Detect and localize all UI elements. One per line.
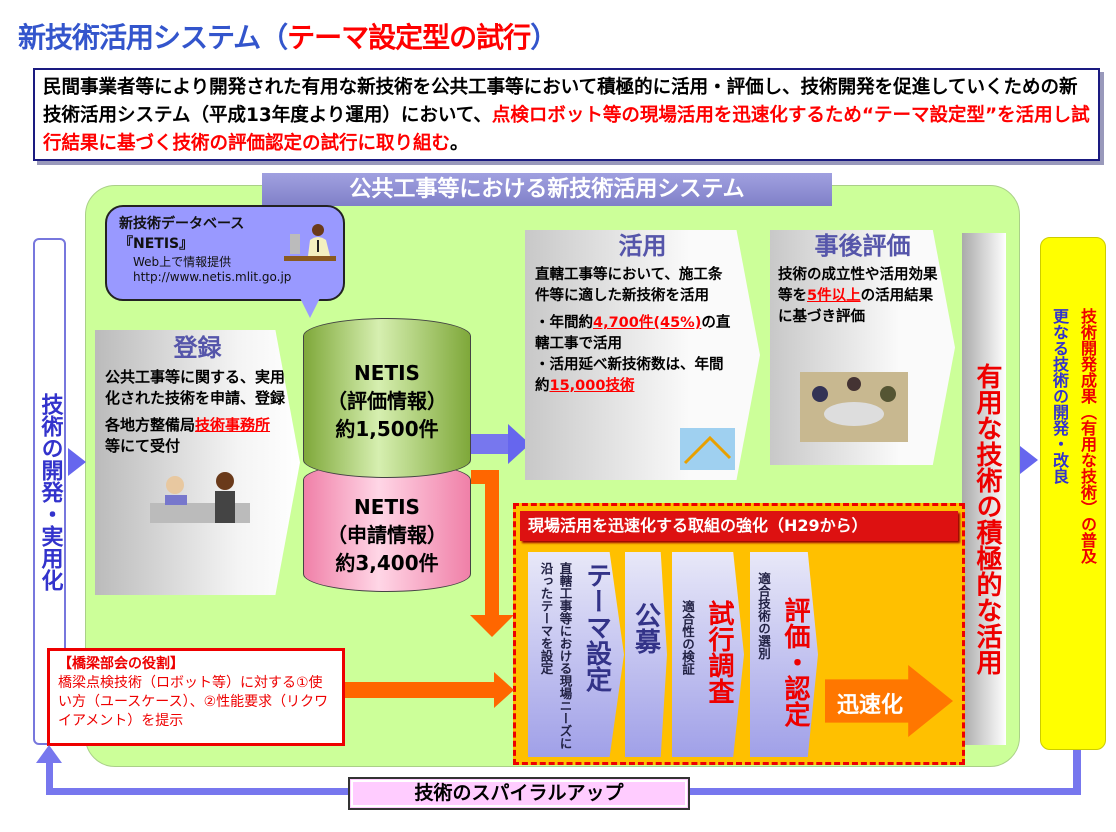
spiral-line bbox=[690, 788, 1081, 795]
intro-text: 民間事業者等により開発された有用な新技術を公共工事等において積極的に活用・評価し… bbox=[43, 77, 1078, 126]
step-theme-setting: テーマ設定 直轄工事等における現場ニーズに沿ったテーマを設定 bbox=[528, 552, 624, 757]
reception-illustration-icon bbox=[150, 472, 250, 523]
registration-box: 登録 公共工事等に関する、実用化された技術を申請、登録 各地方整備局技術事務所等… bbox=[95, 330, 300, 595]
office-text: 各地方整備局 bbox=[105, 416, 196, 434]
arrow-right-icon bbox=[1020, 446, 1038, 474]
page-title: 新技術活用システム（テーマ設定型の試行） bbox=[18, 16, 558, 56]
utilization-bullet: ・活用延べ新技術数は、年間約15,000技術 bbox=[535, 355, 735, 397]
db-sub: （評価情報） bbox=[327, 389, 447, 413]
flow-arrow bbox=[471, 434, 509, 454]
arrow-right-icon bbox=[68, 448, 86, 476]
initiative-header: 現場活用を迅速化する取組の強化（H29から） bbox=[520, 511, 958, 541]
improvement-text: 更なる技術の開発・改良 bbox=[1050, 308, 1069, 484]
orange-flow bbox=[485, 470, 499, 620]
role-text: 橋梁点検技術（ロボット等）に対する①使い方（ユースケース）、②性能要求（リクワイ… bbox=[58, 675, 329, 729]
netis-evaluation-db: NETIS （評価情報） 約1,500件 bbox=[303, 318, 471, 478]
netis-bubble: 新技術データベース 『NETIS』 Web上で情報提供 http://www.n… bbox=[105, 205, 345, 301]
step-sub: 適合技術の選別 bbox=[756, 572, 771, 660]
person-computer-icon bbox=[282, 220, 337, 270]
step-sub: 直轄工事等における現場ニーズに沿ったテーマを設定 bbox=[538, 562, 573, 750]
step-evaluation: 評価・認定 適合技術の選別 bbox=[750, 552, 818, 757]
netis-url: http://www.netis.mlit.go.jp bbox=[133, 270, 292, 284]
registration-text: 公共工事等に関する、実用化された技術を申請、登録 bbox=[105, 368, 286, 407]
office-link: 技術事務所 bbox=[195, 416, 271, 434]
post-evaluation-text: 技術の成立性や活用効果等を5件以上の活用結果に基づき評価 bbox=[778, 265, 938, 328]
db-sub: （申請情報） bbox=[327, 523, 447, 547]
post-evaluation-title: 事後評価 bbox=[814, 232, 911, 260]
step-sub: 適合性の検証 bbox=[680, 600, 695, 675]
step-trial: 試行調査 適合性の検証 bbox=[672, 552, 744, 757]
db-name: NETIS bbox=[354, 361, 420, 385]
spiral-line bbox=[46, 760, 53, 795]
netis-application-db: NETIS （申請情報） 約3,400件 bbox=[303, 462, 471, 592]
bullet-highlight: 15,000技術 bbox=[549, 378, 635, 394]
spiral-up-label: 技術のスパイラルアップ bbox=[348, 777, 690, 810]
meeting-image-icon bbox=[800, 372, 908, 442]
arrow-up-icon bbox=[36, 745, 62, 763]
utilization-title: 活用 bbox=[618, 232, 667, 260]
title-accent: テーマ設定型の試行 bbox=[287, 21, 531, 54]
intro-highlight: 点検ロボット等の現場活用を迅速化するため“テーマ設定型”を活用し試行結果に基づく… bbox=[43, 105, 1090, 154]
arrow-down-icon bbox=[470, 615, 514, 637]
useful-tech-bar: 有用な技術の積極的な活用 bbox=[962, 233, 1006, 745]
spiral-line bbox=[46, 788, 348, 795]
bubble-line: Web上で情報提供 bbox=[133, 255, 232, 269]
eval-text: 技術の成立性や活用効果等を bbox=[778, 267, 938, 304]
system-header: 公共工事等における新技術活用システム bbox=[262, 173, 832, 206]
step-public-call: 公募 bbox=[625, 552, 667, 757]
eval-text: の活用結果に基づき評価 bbox=[778, 288, 934, 325]
intro-end: 。 bbox=[450, 133, 469, 154]
bullet-text: の直轄工事で活用 bbox=[535, 315, 731, 352]
registration-title: 登録 bbox=[173, 334, 222, 362]
bubble-line: 新技術データベース bbox=[119, 216, 245, 232]
intro-box: 民間事業者等により開発された有用な新技術を公共工事等において積極的に活用・評価し… bbox=[33, 68, 1100, 161]
bridge-committee-role: 【橋梁部会の役割】 橋梁点検技術（ロボット等）に対する①使い方（ユースケース）、… bbox=[47, 648, 345, 746]
db-count: 約1,500件 bbox=[335, 417, 439, 441]
bubble-tail bbox=[300, 298, 320, 318]
dissemination-bar: 技術開発成果（有用な技術）の普及 更なる技術の開発・改良 bbox=[1040, 237, 1106, 750]
utilization-text: 直轄工事等において、施工条件等に適した新技術を活用 bbox=[535, 267, 723, 304]
arrow-right-icon bbox=[508, 424, 530, 464]
construction-image-icon bbox=[680, 428, 735, 470]
step-title: 試行調査 bbox=[704, 600, 734, 704]
step-title: 評価・認定 bbox=[780, 597, 810, 727]
db-count: 約3,400件 bbox=[335, 551, 439, 575]
step-title: テーマ設定 bbox=[581, 562, 612, 692]
bullet-text: ・活用延べ新技術数は、年間約 bbox=[535, 357, 724, 394]
bullet-highlight: 4,700件(45%) bbox=[593, 315, 702, 331]
office-text: 等にて受付 bbox=[105, 437, 181, 455]
spiral-line bbox=[1073, 750, 1081, 794]
step-title: 公募 bbox=[630, 602, 661, 654]
dissemination-text: 技術開発成果（有用な技術）の普及 bbox=[1078, 308, 1097, 564]
bullet-text: ・年間約 bbox=[535, 315, 593, 331]
title-end: ） bbox=[530, 21, 558, 54]
db-name: NETIS bbox=[354, 495, 420, 519]
utilization-bullet: ・年間約4,700件(45%)の直轄工事で活用 bbox=[535, 313, 735, 355]
orange-flow bbox=[345, 682, 495, 698]
title-main: 新技術活用システム（ bbox=[18, 21, 288, 54]
eval-highlight: 5件以上 bbox=[807, 288, 861, 304]
arrow-right-icon bbox=[494, 672, 514, 708]
role-title: 【橋梁部会の役割】 bbox=[58, 656, 184, 672]
bubble-line: 『NETIS』 bbox=[119, 236, 194, 252]
registration-office: 各地方整備局技術事務所等にて受付 bbox=[105, 415, 285, 457]
